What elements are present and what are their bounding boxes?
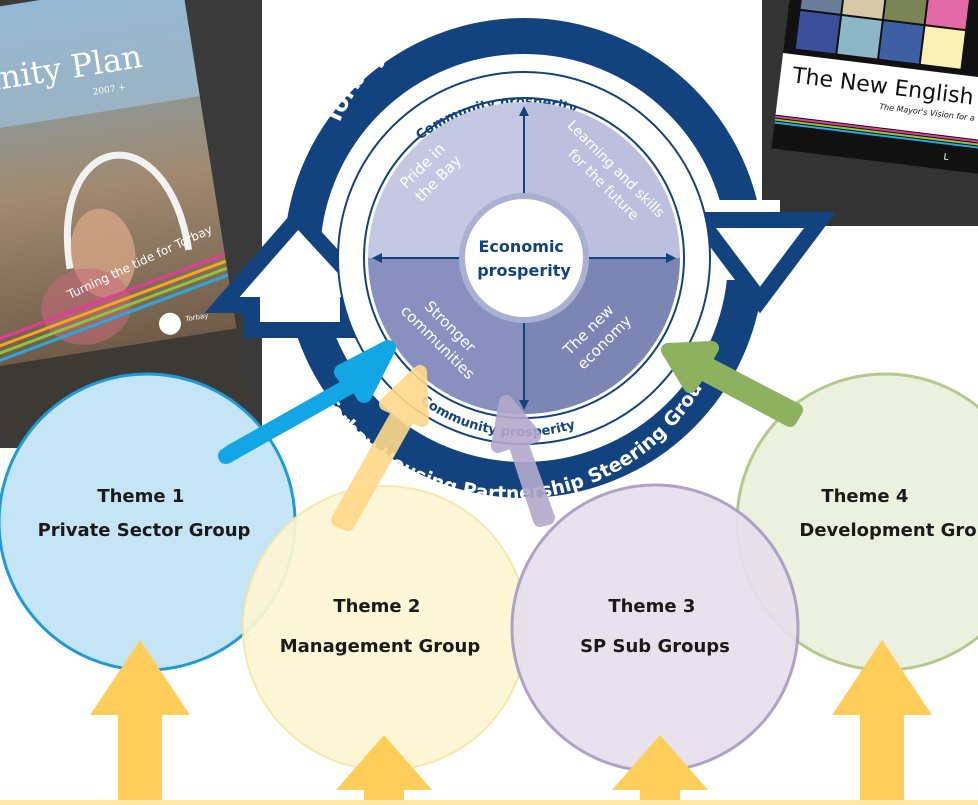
svg-text:Theme 1 Private Sector G: Theme 1 Private Sector Group bbox=[38, 486, 251, 541]
theme-2-group: Theme 2 Management Group bbox=[242, 485, 528, 771]
arch-shape bbox=[64, 151, 193, 270]
theme-4-group: Theme 4 Development Gro bbox=[735, 372, 978, 672]
bottom-bar bbox=[0, 800, 978, 805]
theme-2-arrow bbox=[331, 365, 429, 531]
yellow-arrow-3 bbox=[612, 735, 708, 805]
right-cycle-arrow bbox=[684, 212, 836, 314]
svg-text:Theme 2 Management Group: Theme 2 Management Group bbox=[280, 596, 481, 657]
theme-4-number: Theme 4 bbox=[821, 486, 908, 507]
theme-2-circle bbox=[242, 485, 528, 771]
theme-4-name: Development Gro bbox=[799, 520, 976, 541]
theme-3-name: SP Sub Groups bbox=[580, 636, 730, 657]
theme-3-circle bbox=[510, 483, 800, 773]
theme-1-name: Private Sector Group bbox=[38, 520, 251, 541]
community-plan-logo: Torbay bbox=[184, 312, 209, 324]
center-label-line2: prosperity bbox=[477, 261, 571, 280]
theme-3-group: Theme 3 SP Sub Groups bbox=[510, 483, 800, 773]
theme-4-arrow bbox=[661, 341, 803, 427]
center-circle bbox=[459, 193, 589, 323]
theme-3-number: Theme 3 bbox=[608, 596, 695, 617]
svg-text:Theme 4 Development Gro: Theme 4 Development Gro bbox=[799, 486, 976, 541]
theme-3-arrow bbox=[491, 395, 555, 527]
theme-1-arrow bbox=[218, 340, 396, 464]
new-english-brochure: The New English R The Mayor's Vision for… bbox=[771, 0, 978, 177]
sun-logo-icon bbox=[158, 312, 181, 335]
theme-2-number: Theme 2 bbox=[333, 596, 420, 617]
community-plan-brochure: unity Plan 2007 + Turning the tide for T… bbox=[0, 0, 249, 441]
center-label-line1: Economic bbox=[478, 237, 563, 256]
svg-text:Theme 3 SP Sub Groups: Theme 3 SP Sub Groups bbox=[580, 596, 730, 657]
yellow-arrow-4 bbox=[832, 640, 932, 805]
new-english-corner: L bbox=[943, 152, 949, 163]
theme-1-number: Theme 1 bbox=[97, 486, 184, 507]
yellow-arrow-2 bbox=[336, 735, 432, 805]
theme-2-name: Management Group bbox=[280, 636, 481, 657]
yellow-arrow-1 bbox=[90, 640, 190, 805]
svg-text:Economic prosperity: Economic prosperity bbox=[477, 237, 571, 280]
